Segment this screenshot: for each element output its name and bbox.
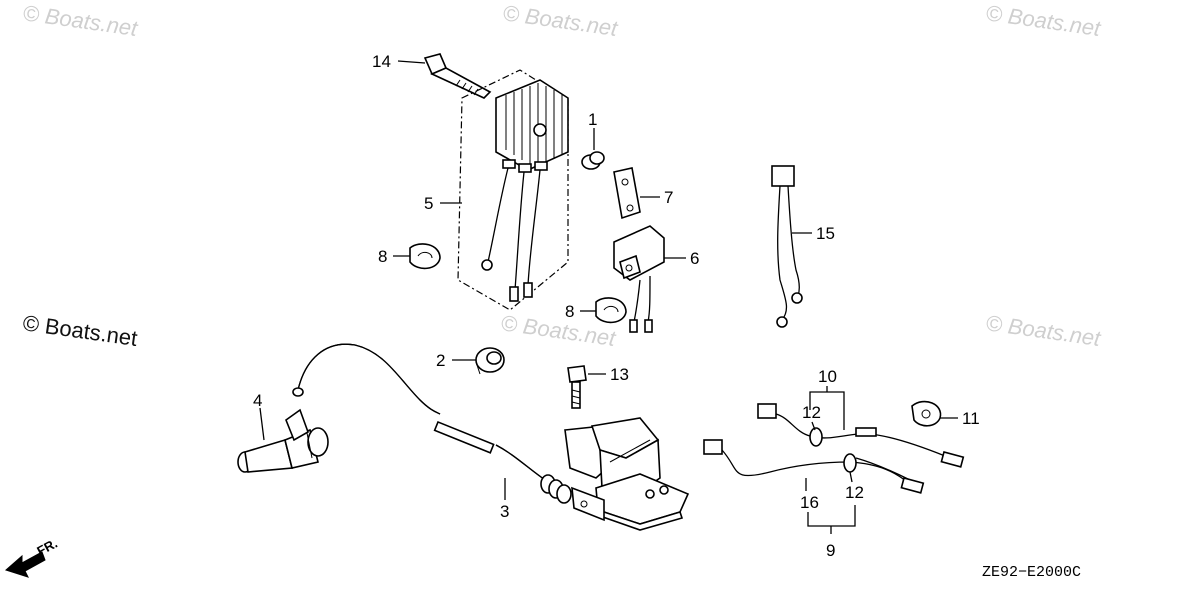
callout-12-lower: 12: [845, 483, 864, 502]
callout-2: 2: [436, 351, 445, 370]
callout-5: 5: [424, 194, 433, 213]
cdi-unit-part-6: [613, 225, 665, 333]
callout-12-upper: 12: [802, 403, 821, 422]
watermark-top-center: © Boats.net: [501, 0, 620, 41]
clamp-part-8-lower: [595, 297, 627, 324]
callout-9: 9: [826, 541, 835, 560]
callout-1: 1: [588, 110, 597, 129]
callout-8-upper: 8: [378, 247, 387, 266]
callout-10: 10: [818, 367, 837, 386]
ignition-coil-part-3: [292, 343, 690, 531]
bolt-part-13: [567, 365, 587, 409]
callout-3: 3: [500, 502, 509, 521]
grommet-part-2: [475, 347, 505, 375]
watermark-top-right: © Boats.net: [984, 0, 1103, 41]
watermark-mid-right: © Boats.net: [984, 310, 1103, 351]
callout-16: 16: [800, 493, 819, 512]
clip-part-11: [911, 400, 942, 427]
diagram-code: ZE92−E2000C: [982, 564, 1081, 581]
callout-6: 6: [690, 249, 699, 268]
wire-harness-part-15: [771, 165, 803, 328]
bolt-part-14: [423, 53, 492, 99]
collar-part-1: [581, 151, 605, 170]
callout-8-lower: 8: [565, 302, 574, 321]
regulator-rectifier-part-5: [457, 69, 569, 311]
callout-11: 11: [962, 409, 980, 428]
wire-harness-part-10: [757, 403, 965, 468]
callout-15: 15: [816, 224, 835, 243]
callout-13: 13: [610, 365, 629, 384]
wire-harness-part-16: [703, 439, 925, 494]
callout-7: 7: [664, 188, 673, 207]
watermark-top-left: © Boats.net: [21, 0, 140, 41]
stay-part-7: [613, 167, 641, 220]
spark-plug-cap-part-4: [237, 408, 329, 473]
callout-14: 14: [372, 52, 391, 71]
clamp-part-8-upper: [409, 243, 441, 270]
callout-4: 4: [253, 391, 262, 410]
watermark-left-prominent: © Boats.net: [21, 310, 139, 351]
front-arrow-icon: [5, 551, 46, 578]
